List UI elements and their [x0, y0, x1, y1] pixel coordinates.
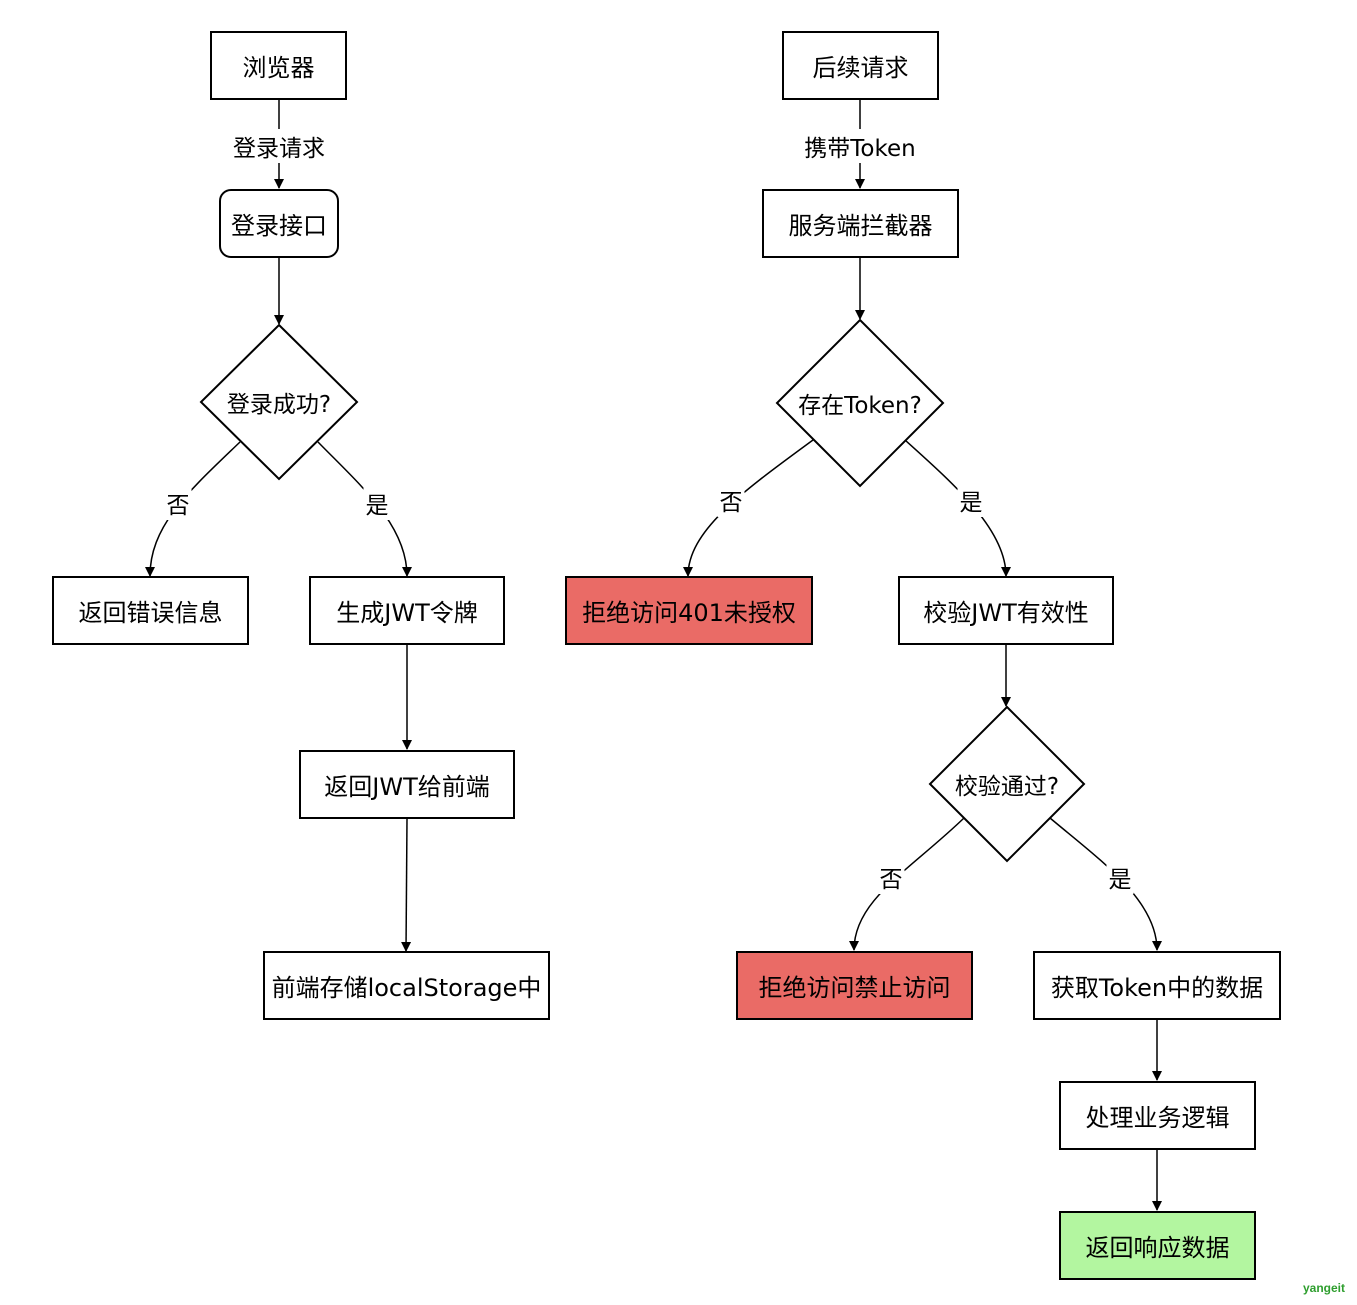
decision-verify-pass: 校验通过?	[954, 774, 1060, 800]
edge-label-login-no: 否	[164, 486, 192, 520]
node-subsequent-request: 后续请求	[782, 31, 939, 100]
decision-token-shape	[775, 318, 945, 488]
edge-verify-yes	[1049, 817, 1162, 951]
node-get-token-data: 获取Token中的数据	[1033, 951, 1281, 1020]
node-login-api: 登录接口	[219, 189, 339, 258]
edge-label-token-yes: 是	[957, 483, 985, 517]
edge-verify-no	[849, 817, 965, 951]
node-return-jwt: 返回JWT给前端	[299, 750, 515, 819]
node-generate-jwt: 生成JWT令牌	[309, 576, 505, 645]
edge-label-token-no: 否	[717, 483, 745, 517]
decision-login-success: 登录成功?	[226, 392, 332, 418]
node-store-localstorage: 前端存储localStorage中	[263, 951, 550, 1020]
edge-token-yes	[904, 439, 1011, 577]
watermark: yangeit	[1302, 1281, 1345, 1295]
edge-label-verify-no: 否	[877, 860, 905, 894]
node-deny-401: 拒绝访问401未授权	[565, 576, 813, 645]
edge-label-login-yes: 是	[363, 486, 391, 520]
node-return-error: 返回错误信息	[52, 576, 249, 645]
edge-login-yes	[317, 441, 412, 577]
node-deny-forbidden: 拒绝访问禁止访问	[736, 951, 973, 1020]
decision-verify-shape	[928, 705, 1086, 863]
edge-label-carry-token: 携带Token	[802, 129, 918, 163]
edge-label-verify-yes: 是	[1106, 860, 1134, 894]
decision-has-token: 存在Token?	[798, 393, 922, 419]
node-verify-jwt: 校验JWT有效性	[898, 576, 1114, 645]
node-server-interceptor: 服务端拦截器	[762, 189, 959, 258]
node-return-data: 返回响应数据	[1059, 1211, 1256, 1280]
edge-return-store	[401, 818, 412, 952]
node-browser: 浏览器	[210, 31, 347, 100]
node-process-logic: 处理业务逻辑	[1059, 1081, 1256, 1150]
edge-token-no	[683, 439, 814, 577]
edge-label-login-request: 登录请求	[231, 129, 327, 163]
edge-login-no	[145, 441, 241, 577]
decision-login-shape	[199, 323, 359, 481]
